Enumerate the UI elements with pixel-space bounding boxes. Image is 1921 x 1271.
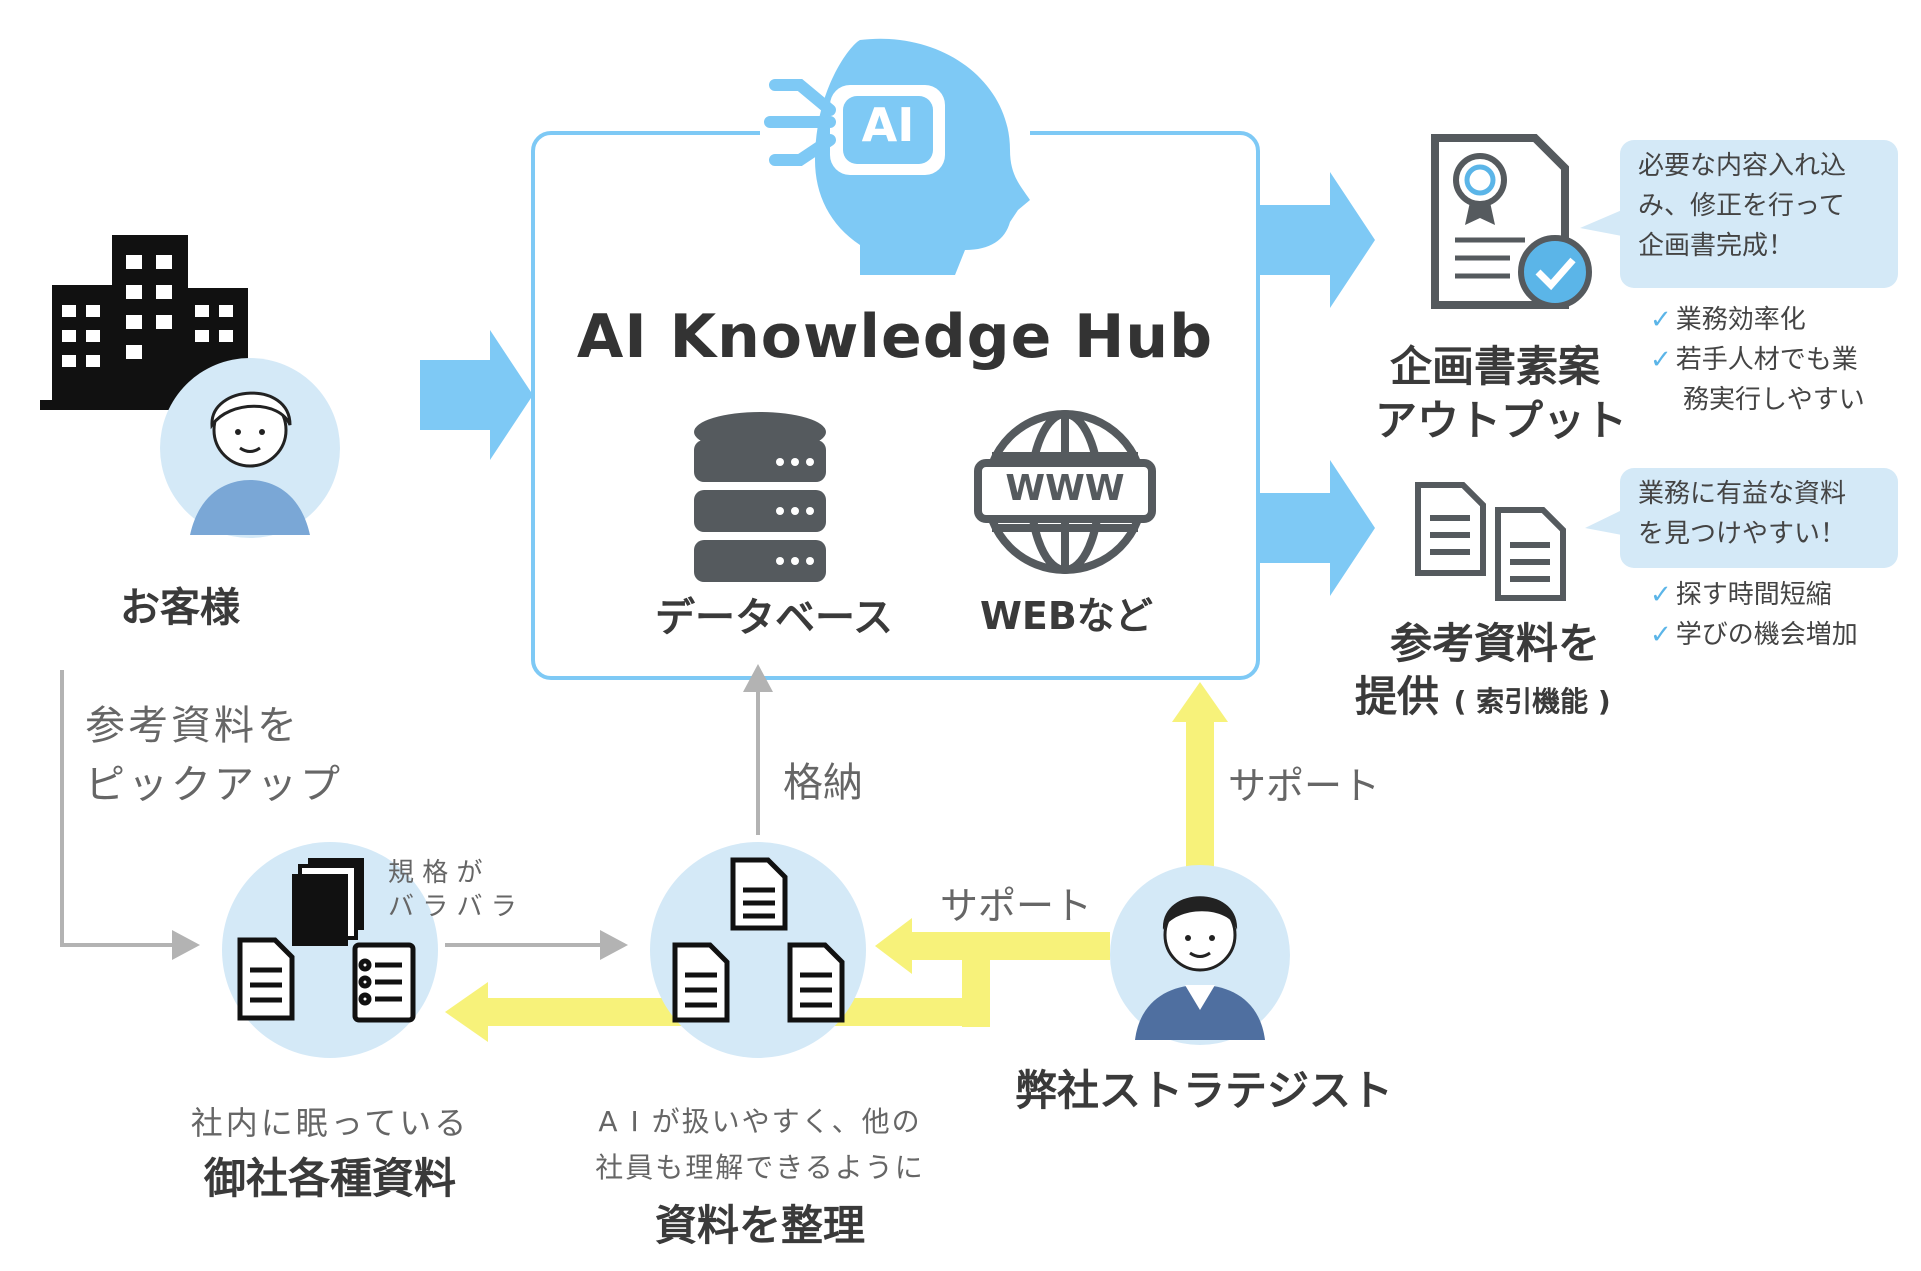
plan-benefit-continued: 務実行しやすい [1683, 385, 1865, 415]
strategist-avatar [1110, 865, 1290, 1045]
docs-caption-line2: 御社各種資料 [203, 1154, 456, 1203]
database-label: データベース [655, 595, 893, 641]
document-icon [730, 857, 788, 931]
web-label: WEBなど [980, 594, 1153, 638]
check-icon: ✓ [1650, 305, 1672, 335]
pickup-label-line1: 参考資料を [85, 703, 300, 749]
reference-label-line2: 提供 ( 索引機能 ) [1355, 672, 1611, 721]
organize-caption-line3: 資料を整理 [654, 1201, 865, 1250]
customer-avatar [160, 358, 340, 538]
reference-benefit: ✓学びの機会増加 [1650, 620, 1858, 650]
database-icon [694, 412, 826, 582]
reference-label-line1: 参考資料を [1389, 619, 1600, 668]
reference-bubble-line: を見つけやすい！ [1638, 519, 1847, 549]
plan-benefit: ✓業務効率化 [1650, 305, 1806, 335]
customer-label: お客様 [120, 585, 240, 631]
support-left-label: サポート [940, 884, 1093, 928]
support-up-label: サポート [1228, 764, 1381, 808]
support-arrow-left [910, 932, 1110, 960]
arrow-hub-to-reference [1260, 460, 1375, 596]
check-icon: ✓ [1650, 620, 1672, 650]
organize-caption-line2: 社員も理解できるように [595, 1151, 925, 1184]
document-icon [787, 942, 845, 1023]
hub-title: AI Knowledge Hub [576, 302, 1214, 372]
organize-node [650, 842, 866, 1058]
organize-caption-line1: A I が扱いやすく、他の [598, 1105, 922, 1138]
check-badge-icon [1518, 235, 1592, 309]
certificate-document-icon [1431, 134, 1592, 309]
plan-bubble: 必要な内容入れ込 み、修正を行って 企画書完成！ [1620, 140, 1898, 288]
store-label: 格納 [783, 760, 863, 806]
document-icon [672, 942, 730, 1023]
ai-badge-label: AI [861, 98, 915, 152]
document-icon [237, 937, 295, 1021]
strategist-label: 弊社ストラテジスト [1015, 1066, 1394, 1115]
docs-caption-line1: 社内に眠っている [190, 1104, 470, 1142]
support-arrow-up [1186, 720, 1214, 870]
arrow-pickup [60, 670, 175, 947]
check-icon: ✓ [1650, 580, 1672, 610]
checklist-icon [352, 942, 416, 1023]
docs-node [222, 842, 438, 1058]
www-label: WWW [1005, 468, 1125, 509]
check-icon: ✓ [1650, 345, 1672, 375]
plan-bubble-line: 必要な内容入れ込 [1638, 151, 1847, 181]
globe-icon [974, 410, 1156, 574]
plan-bubble-line: み、修正を行って [1638, 191, 1845, 221]
plan-benefit: ✓若手人材でも業 [1650, 345, 1858, 375]
ai-head-icon [760, 38, 1030, 275]
stacked-docs-icon [292, 858, 364, 946]
plan-label-line2: アウトプット [1375, 396, 1628, 445]
plan-bubble-line: 企画書完成！ [1638, 231, 1795, 261]
pickup-label-line2: ピックアップ [85, 762, 343, 808]
reference-bubble-line: 業務に有益な資料 [1638, 479, 1847, 509]
arrow-customer-to-hub [420, 330, 533, 460]
scattered-note-line2: バ ラ バ ラ [388, 892, 517, 922]
reference-label-note: ( 索引機能 ) [1453, 685, 1611, 718]
scattered-note-line1: 規 格 が [388, 858, 483, 888]
reference-bubble: 業務に有益な資料 を見つけやすい！ [1620, 468, 1898, 568]
plan-label-line1: 企画書素案 [1389, 342, 1600, 391]
reference-benefit: ✓探す時間短縮 [1650, 580, 1832, 610]
reference-docs-icon [1415, 482, 1566, 601]
arrow-hub-to-plan [1260, 172, 1375, 308]
